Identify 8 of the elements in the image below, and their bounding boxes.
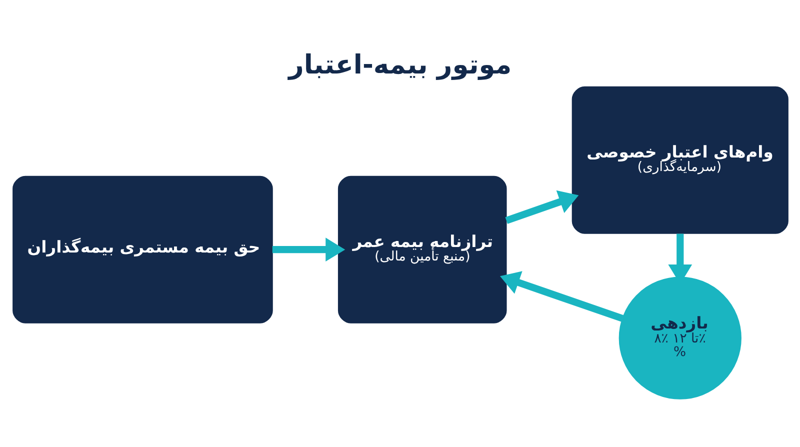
node-box: وام‌های اعتبار خصوصی (سرمایه‌گذاری) bbox=[571, 86, 788, 234]
arrow bbox=[504, 190, 578, 224]
arrow bbox=[499, 270, 624, 322]
node-circle: بازدهی ۸٪ تا ۱۲٪ % bbox=[618, 276, 741, 399]
node-box: ترازنامه بیمه عمر (منبع تأمین مالی) bbox=[337, 175, 506, 323]
arrow bbox=[272, 237, 345, 262]
node-box: حق بیمه مستمری بیمه‌گذاران bbox=[12, 175, 272, 323]
diagram-title: موتور بیمه-اعتبار bbox=[288, 48, 512, 80]
